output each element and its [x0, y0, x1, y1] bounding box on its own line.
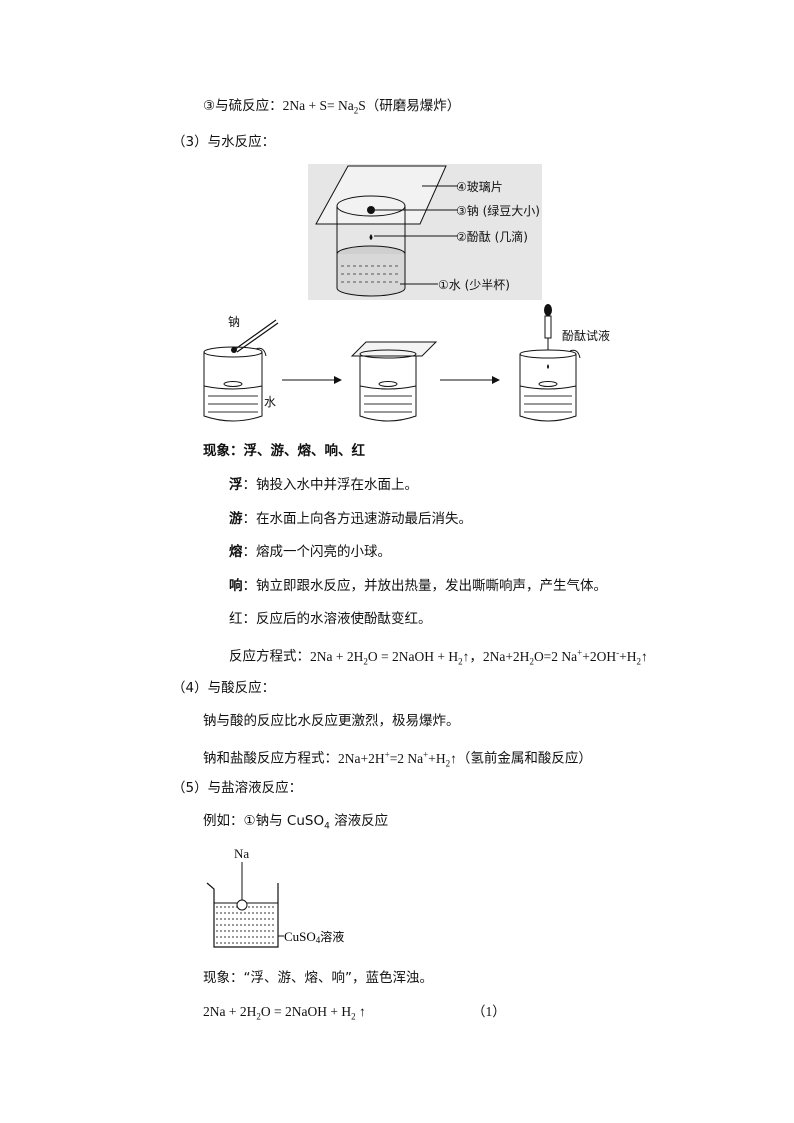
section-3-heading: （3）与水反应： — [172, 134, 276, 150]
phenomena-line: 现象：浮、游、熔、响、红 — [203, 443, 365, 459]
sulfur-equation: 2Na + S= Na2S — [282, 98, 366, 116]
cuso4-beaker-figure: Na CuSO4溶液 — [206, 846, 344, 948]
beaker-1: 钠 水 — [203, 314, 279, 422]
water-label-2: 水 — [264, 395, 276, 409]
reaction-sequence-figure: 钠 水 酚酞试液 — [203, 304, 610, 422]
na-label: Na — [234, 846, 249, 861]
water-reaction-equation: 反应方程式：2Na + 2H2O = 2NaOH + H2↑，2Na+2H2O=… — [229, 647, 648, 667]
acid-reaction-equation: 钠和盐酸反应方程式：2Na+2H+=2 Na++H2↑（氢前金属和酸反应） — [203, 749, 592, 769]
water-reaction-setup-figure: ④玻璃片 ③钠 (绿豆大小) ②酚酞 (几滴) ①水 (少半杯) — [308, 164, 542, 300]
phenomenon-sound: 响：钠立即跟水反应，并放出热量，发出嘶嘶响声，产生气体。 — [229, 578, 607, 594]
beaker-2 — [350, 341, 438, 422]
cuso4-solution-label: CuSO4溶液 — [284, 929, 344, 945]
cuso4-example: 例如：①钠与 CuSO4 溶液反应 — [203, 813, 389, 832]
sulfur-note: （研磨易爆炸） — [365, 98, 461, 114]
equation-1: 2Na + 2H2O = 2NaOH + H2 ↑ — [203, 1004, 366, 1022]
solution-dots — [216, 906, 276, 944]
water-label: ①水 (少半杯) — [438, 278, 510, 292]
equation-1-number: （1） — [472, 1004, 506, 1019]
sulfur-reaction-line: ③与硫反应：2Na + S= Na2S（研磨易爆炸） — [203, 97, 460, 120]
sodium-label: ③钠 (绿豆大小) — [456, 203, 540, 218]
phenomenon-swim: 游：在水面上向各方迅速游动最后消失。 — [229, 511, 472, 527]
sulfur-heading: ③与硫反应： — [203, 98, 283, 114]
section-5-heading: （5）与盐溶液反应： — [172, 780, 303, 796]
phenolphthalein-solution-label: 酚酞试液 — [562, 328, 610, 343]
phenomenon-melt: 熔：熔成一个闪亮的小球。 — [229, 544, 391, 560]
section-4-heading: （4）与酸反应： — [172, 680, 276, 696]
beaker-3: 酚酞试液 — [519, 304, 610, 422]
phenolphthalein-label: ②酚酞 (几滴) — [456, 229, 528, 244]
sodium-label-2: 钠 — [228, 314, 240, 329]
phenomenon-float: 浮：钠投入水中并浮在水面上。 — [229, 477, 418, 493]
acid-reaction-text: 钠与酸的反应比水反应更激烈，极易爆炸。 — [203, 713, 460, 729]
glass-plate-label: ④玻璃片 — [456, 180, 503, 194]
cuso4-phenomenon: 现象：“浮、游、熔、响”，蓝色浑浊。 — [203, 970, 433, 986]
phenomenon-red: 红：反应后的水溶液使酚酞变红。 — [229, 611, 432, 627]
